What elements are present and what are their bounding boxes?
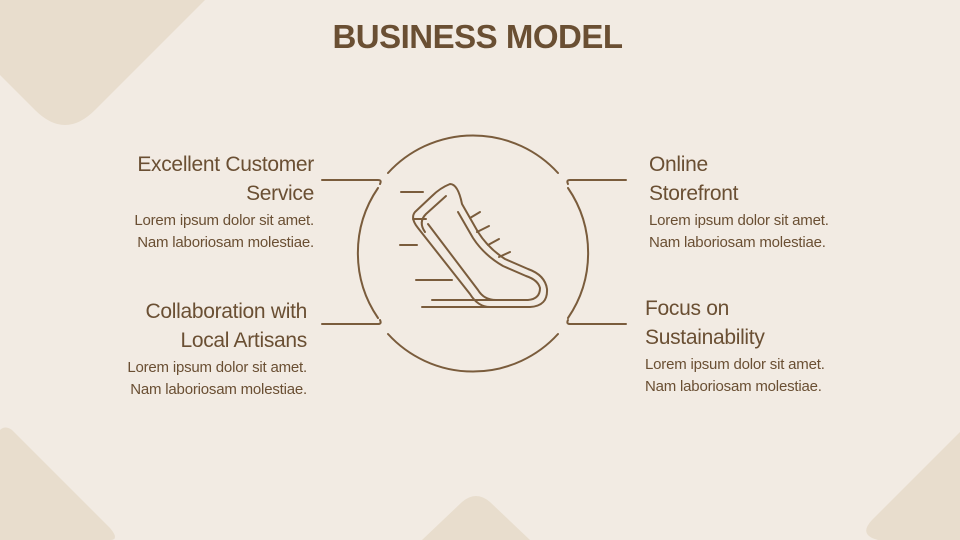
item-title-line: Sustainability: [645, 326, 765, 349]
item-collaboration-local-artisans: Collaboration with Local Artisans Lorem …: [90, 297, 307, 401]
item-title-line: Service: [246, 182, 314, 205]
item-description: Lorem ipsum dolor sit amet. Nam laborios…: [649, 210, 889, 254]
item-title: Excellent Customer Service: [90, 150, 314, 208]
circle-arc-right: [567, 187, 590, 319]
item-title-line: Focus on: [645, 297, 729, 320]
bottom-right-decorative-shape: [866, 432, 960, 540]
item-description-line: Lorem ipsum dolor sit amet.: [645, 356, 825, 373]
bottom-left-decorative-shape: [0, 427, 115, 540]
circle-arc-left: [356, 187, 379, 319]
connector-bottom-left: [321, 319, 382, 325]
item-title: Online Storefront: [649, 150, 889, 208]
item-title-line: Storefront: [649, 182, 739, 205]
item-description-line: Lorem ipsum dolor sit amet.: [134, 212, 314, 229]
item-description-line: Nam laboriosam molestiae.: [649, 234, 826, 251]
running-shoe-icon: [399, 183, 549, 308]
item-description-line: Nam laboriosam molestiae.: [137, 234, 314, 251]
connector-top-right: [566, 179, 627, 185]
bottom-center-decorative-shape: [422, 496, 530, 540]
item-title: Collaboration with Local Artisans: [90, 297, 307, 355]
connector-top-left: [321, 179, 382, 185]
item-description-line: Nam laboriosam molestiae.: [645, 378, 822, 395]
item-title-line: Collaboration with: [145, 300, 307, 323]
item-excellent-customer-service: Excellent Customer Service Lorem ipsum d…: [90, 150, 314, 254]
connector-bottom-right: [566, 319, 627, 325]
page-title: BUSINESS MODEL: [332, 18, 623, 55]
circle-arc-bottom: [387, 333, 559, 373]
item-description-line: Lorem ipsum dolor sit amet.: [127, 359, 307, 376]
circle-arc-top: [387, 134, 559, 174]
item-description: Lorem ipsum dolor sit amet. Nam laborios…: [90, 357, 307, 401]
item-title: Focus on Sustainability: [645, 294, 885, 352]
top-left-decorative-shape: [0, 0, 205, 125]
item-description-line: Lorem ipsum dolor sit amet.: [649, 212, 829, 229]
item-online-storefront: Online Storefront Lorem ipsum dolor sit …: [649, 150, 889, 254]
item-title-line: Online: [649, 153, 708, 176]
item-description: Lorem ipsum dolor sit amet. Nam laborios…: [90, 210, 314, 254]
item-description-line: Nam laboriosam molestiae.: [130, 381, 307, 398]
item-focus-on-sustainability: Focus on Sustainability Lorem ipsum dolo…: [645, 294, 885, 398]
item-description: Lorem ipsum dolor sit amet. Nam laborios…: [645, 354, 885, 398]
item-title-line: Excellent Customer: [137, 153, 314, 176]
item-title-line: Local Artisans: [180, 329, 307, 352]
